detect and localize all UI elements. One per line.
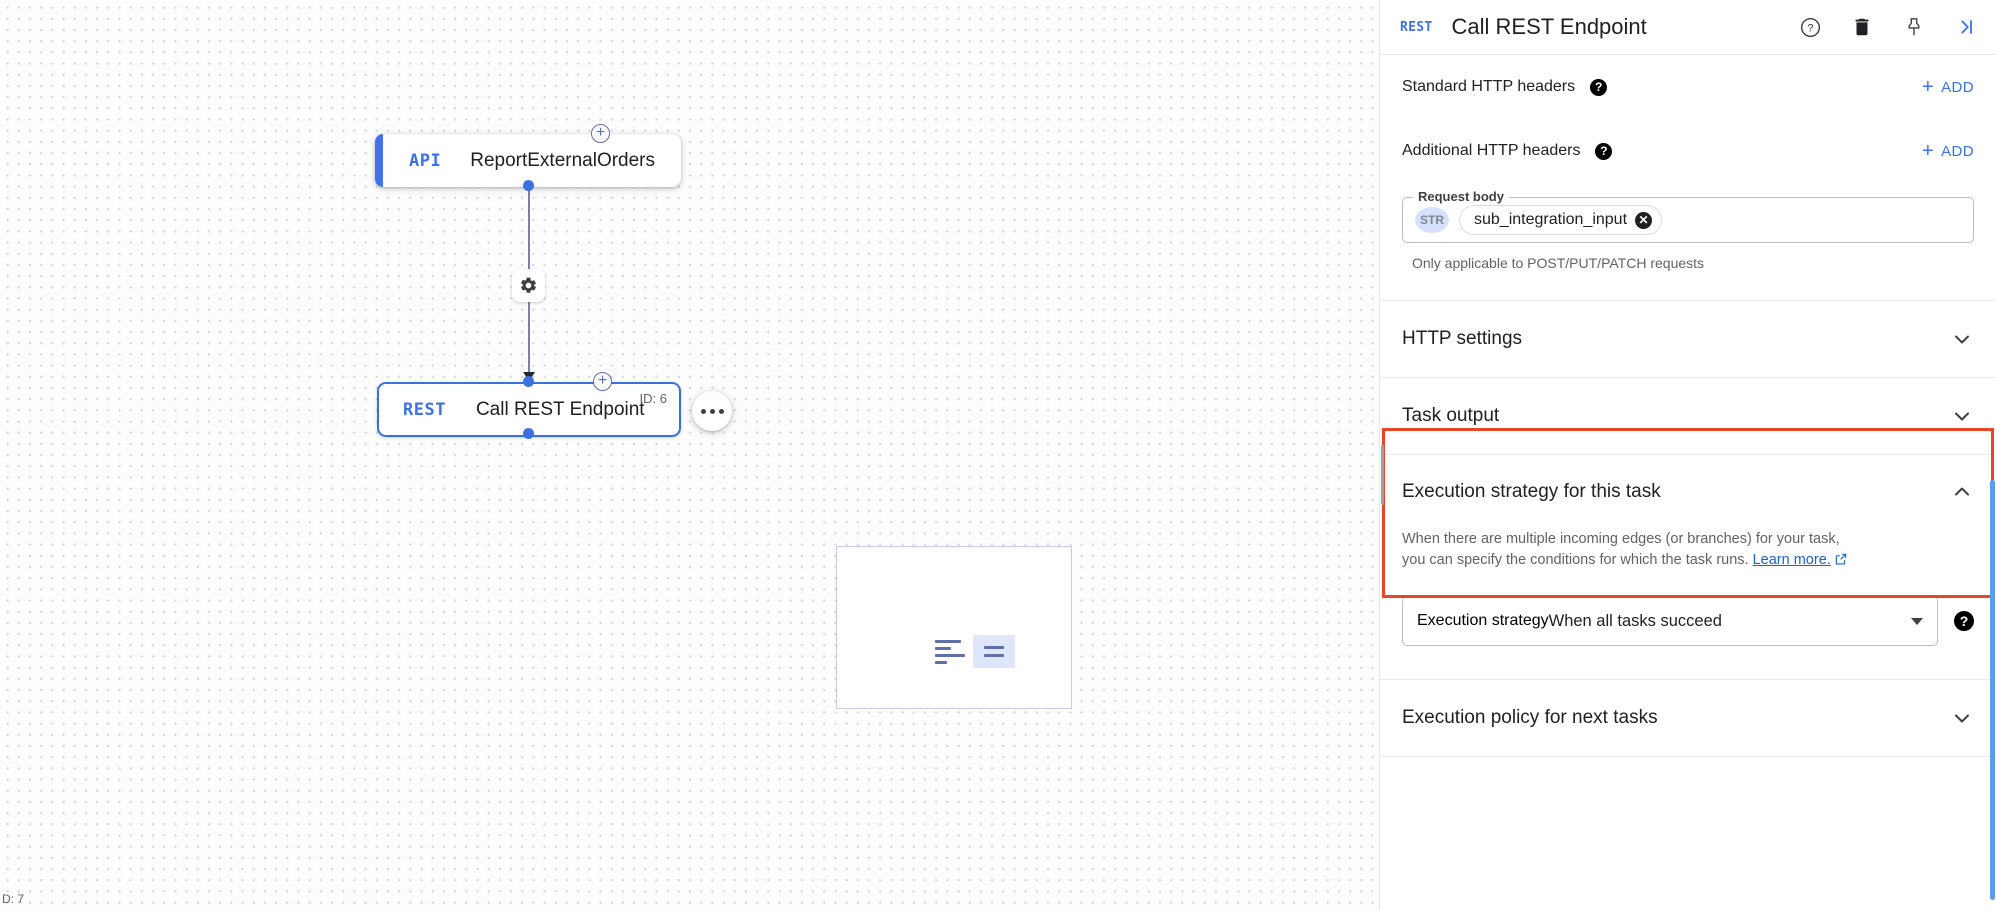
- add-additional-header-label: ADD: [1941, 142, 1974, 160]
- node-type-badge: REST: [403, 399, 446, 420]
- execution-strategy-control-row: Execution strategy When all tasks succee…: [1380, 596, 1996, 647]
- help-icon[interactable]: ?: [1595, 142, 1613, 160]
- request-body-variable-chip[interactable]: sub_integration_input ✕: [1459, 205, 1663, 235]
- pin-icon[interactable]: [1902, 15, 1926, 39]
- canvas-minimap[interactable]: [836, 546, 1072, 709]
- canvas-node-api[interactable]: API ReportExternalOrders: [375, 134, 681, 187]
- additional-http-headers-label: Additional HTTP headers: [1402, 142, 1581, 159]
- chevron-down-icon: [1950, 706, 1974, 730]
- canvas-zoom-readout: D: 7: [2, 892, 25, 906]
- section-execution-policy[interactable]: Execution policy for next tasks: [1380, 680, 1996, 756]
- add-additional-header-button[interactable]: + ADD: [1922, 141, 1974, 161]
- more-options-icon: [700, 408, 706, 414]
- pin-glyph: [1908, 18, 1920, 36]
- plus-icon: +: [1922, 76, 1935, 98]
- divider: [1380, 756, 1996, 758]
- node-output-dot-rest[interactable]: [523, 428, 534, 439]
- divider: [1380, 377, 1996, 378]
- request-body-variable-label: sub_integration_input: [1474, 211, 1628, 228]
- help-circle-glyph: ?: [1800, 17, 1820, 37]
- divider: [1380, 679, 1996, 681]
- add-node-handle-top[interactable]: +: [591, 124, 610, 143]
- panel-header: REST Call REST Endpoint ?: [1380, 0, 1996, 55]
- request-body-hint: Only applicable to POST/PUT/PATCH reques…: [1412, 255, 1705, 271]
- node-id-tag: ID: 6: [639, 391, 667, 406]
- execution-strategy-desc-line2: you can specify the conditions for which…: [1402, 552, 1749, 569]
- panel-task-type-badge: REST: [1400, 19, 1433, 35]
- add-standard-header-label: ADD: [1941, 78, 1974, 96]
- help-icon[interactable]: ?: [1798, 15, 1822, 39]
- node-label: ReportExternalOrders: [470, 149, 656, 171]
- section-execution-policy-title: Execution policy for next tasks: [1402, 707, 1658, 729]
- node-label: Call REST Endpoint: [475, 398, 645, 420]
- edge-condition-gear-button[interactable]: [512, 269, 545, 302]
- plus-icon: +: [1922, 140, 1935, 162]
- divider: [1380, 300, 1996, 301]
- chevron-down-icon[interactable]: [1911, 617, 1923, 625]
- request-body-section: Request body STR sub_integration_input ✕…: [1380, 189, 1996, 271]
- add-standard-header-button[interactable]: + ADD: [1922, 77, 1974, 97]
- panel-scrollbar-right[interactable]: [1990, 480, 1995, 900]
- panel-title: Call REST Endpoint: [1451, 14, 1647, 39]
- additional-http-headers-row: Additional HTTP headers ? + ADD: [1402, 119, 1974, 183]
- section-execution-strategy[interactable]: Execution strategy for this task: [1380, 455, 1996, 529]
- execution-strategy-help-icon[interactable]: ?: [1954, 611, 1974, 632]
- divider: [1380, 454, 1996, 455]
- panel-header-actions: ?: [1798, 15, 1978, 39]
- execution-strategy-desc-line1: When there are multiple incoming edges (…: [1402, 531, 1840, 547]
- section-task-output[interactable]: Task output: [1380, 378, 1996, 454]
- request-body-legend: Request body: [1413, 189, 1509, 204]
- learn-more-link[interactable]: Learn more.: [1752, 552, 1831, 569]
- section-task-output-title: Task output: [1402, 405, 1500, 426]
- minimap-content: [935, 635, 1015, 668]
- node-more-options-button[interactable]: [692, 391, 732, 431]
- node-input-dot-rest[interactable]: [523, 376, 534, 387]
- chevron-up-icon: [1950, 480, 1974, 504]
- section-execution-strategy-title: Execution strategy for this task: [1402, 481, 1661, 502]
- additional-http-headers-section: Additional HTTP headers ? + ADD: [1380, 119, 1996, 183]
- standard-http-headers-row: Standard HTTP headers ? + ADD: [1402, 55, 1974, 119]
- minimap-viewport-box: [973, 635, 1015, 668]
- add-node-handle-bottom[interactable]: +: [593, 372, 612, 391]
- collapse-glyph: [1961, 20, 1972, 34]
- standard-http-headers-section: Standard HTTP headers ? + ADD: [1380, 55, 1996, 119]
- execution-strategy-legend: Execution strategy: [1417, 612, 1549, 630]
- help-icon[interactable]: ?: [1590, 78, 1608, 96]
- chevron-down-icon: [1950, 404, 1974, 428]
- node-type-badge: API: [409, 150, 442, 171]
- section-http-settings[interactable]: HTTP settings: [1380, 301, 1996, 377]
- collapse-panel-icon[interactable]: [1954, 15, 1978, 39]
- request-body-type-chip: STR: [1415, 207, 1449, 233]
- execution-strategy-select[interactable]: Execution strategy When all tasks succee…: [1402, 596, 1938, 647]
- task-config-panel: REST Call REST Endpoint ?: [1379, 0, 1996, 910]
- minimap-lines-icon: [935, 639, 965, 664]
- standard-http-headers-label: Standard HTTP headers: [1402, 78, 1576, 95]
- node-output-dot-api[interactable]: [523, 180, 534, 191]
- request-body-field[interactable]: Request body STR sub_integration_input ✕: [1402, 189, 1974, 243]
- integration-canvas[interactable]: API ReportExternalOrders + REST Call RES…: [0, 0, 1379, 910]
- node-accent-bar: [375, 134, 383, 187]
- section-http-settings-title: HTTP settings: [1402, 328, 1523, 349]
- execution-strategy-description: When there are multiple incoming edges (…: [1380, 529, 1996, 573]
- more-options-icon: [718, 408, 724, 414]
- close-icon[interactable]: ✕: [1635, 211, 1653, 229]
- panel-scrollbar-left[interactable]: [1381, 445, 1384, 505]
- delete-icon[interactable]: [1850, 15, 1874, 39]
- execution-strategy-value: When all tasks succeed: [1548, 611, 1722, 630]
- svg-text:?: ?: [1807, 22, 1813, 34]
- chevron-down-icon: [1950, 327, 1974, 351]
- trash-glyph: [1855, 18, 1869, 36]
- panel-body[interactable]: Standard HTTP headers ? + ADD Additional…: [1380, 55, 1996, 910]
- more-options-icon: [709, 408, 715, 414]
- gear-icon: [521, 277, 536, 293]
- external-link-icon[interactable]: [1834, 552, 1848, 573]
